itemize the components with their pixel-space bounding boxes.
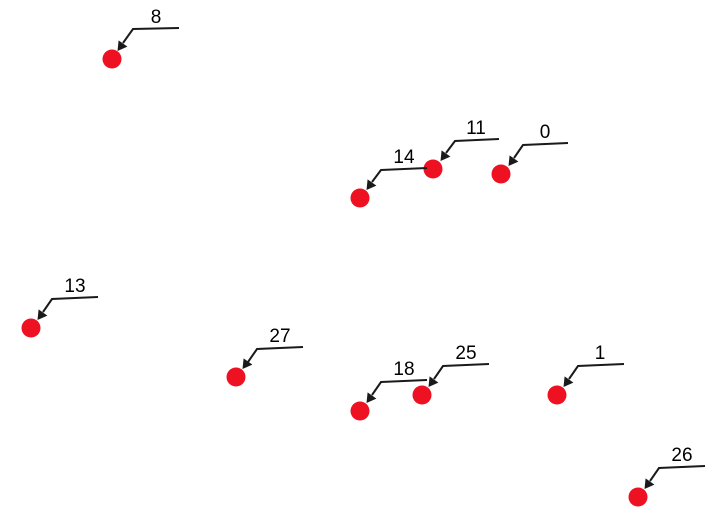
arrowhead-icon	[366, 179, 377, 190]
marker-point[interactable]	[628, 487, 648, 507]
marker-group: 25	[412, 343, 490, 405]
arrowhead-icon	[117, 40, 128, 51]
marker-group: 26	[628, 445, 706, 507]
arrowhead-icon	[508, 155, 519, 166]
arrowhead-icon	[428, 376, 439, 387]
marker-label: 26	[671, 445, 692, 466]
marker-group: 27	[226, 326, 304, 387]
marker-group: 13	[21, 276, 99, 338]
marker-label: 8	[151, 7, 162, 28]
arrowhead-icon	[242, 358, 253, 369]
marker-label: 11	[466, 118, 486, 139]
marker-group: 8	[102, 7, 180, 69]
leader-line	[513, 142, 569, 159]
leader-line	[122, 27, 180, 44]
leader-line	[445, 138, 500, 154]
marker-label: 14	[393, 147, 415, 168]
arrowhead-icon	[37, 309, 48, 320]
marker-point[interactable]	[491, 164, 511, 184]
marker-label: 1	[595, 343, 606, 364]
marker-point[interactable]	[350, 188, 370, 208]
marker-point[interactable]	[412, 385, 432, 405]
leader-line	[371, 167, 428, 183]
marker-group: 1	[547, 343, 625, 405]
arrowhead-icon	[563, 376, 574, 387]
marker-point[interactable]	[350, 401, 370, 421]
leader-line	[568, 363, 625, 380]
marker-group: 11	[423, 118, 500, 179]
arrowhead-icon	[366, 392, 377, 403]
leader-line	[42, 296, 99, 313]
marker-label: 0	[540, 122, 551, 143]
marker-group: 14	[350, 147, 428, 208]
marker-point[interactable]	[423, 159, 443, 179]
leader-line	[247, 346, 304, 363]
marker-label: 25	[455, 343, 476, 364]
marker-label: 18	[393, 359, 414, 380]
marker-point[interactable]	[102, 49, 122, 69]
marker-group: 0	[491, 122, 569, 184]
leader-line	[433, 363, 490, 380]
marker-point[interactable]	[21, 318, 41, 338]
arrowhead-icon	[440, 150, 451, 161]
leader-line	[371, 379, 428, 396]
marker-point[interactable]	[547, 385, 567, 405]
marker-group: 18	[350, 359, 428, 421]
marker-label: 27	[269, 326, 290, 347]
arrowhead-icon	[644, 478, 655, 489]
marker-point[interactable]	[226, 367, 246, 387]
marker-label: 13	[64, 276, 85, 297]
leader-line	[649, 465, 706, 482]
